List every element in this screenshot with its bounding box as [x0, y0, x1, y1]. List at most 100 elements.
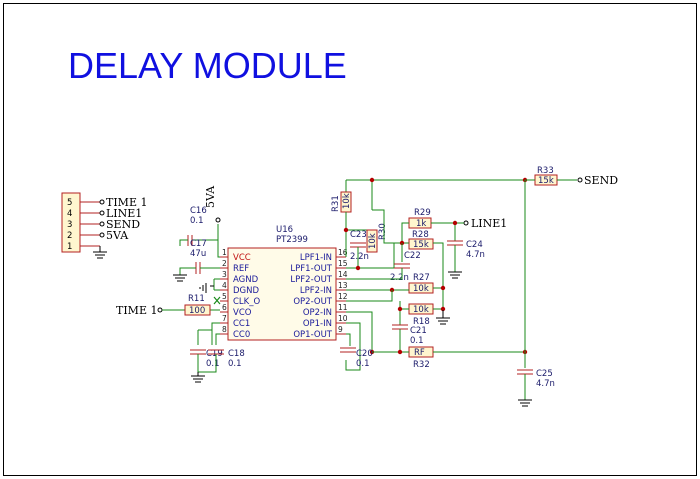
capacitor-c23: C23 2.2n: [350, 230, 369, 262]
part-ref: C17: [190, 239, 207, 249]
part-value: 10k: [413, 284, 429, 294]
resistor-r29: R29 1k: [408, 208, 432, 229]
part-ref: C18: [228, 349, 245, 359]
ic-pin-num: 6: [222, 303, 227, 312]
ic-pin-name: VCC: [233, 253, 251, 263]
connector-pin-num: 4: [67, 209, 72, 219]
resistor-r18: 10k R18: [408, 303, 434, 327]
ic-pin-name: CC0: [233, 330, 250, 340]
part-value: 0.1: [206, 359, 220, 369]
ic-pin-name: VCO: [233, 308, 252, 318]
connector-pin-num: 1: [67, 242, 72, 252]
part-value: 2.2n: [350, 252, 369, 262]
capacitor-c21: C21 0.1: [392, 324, 427, 346]
connector-pin-num: 3: [67, 220, 72, 230]
part-ref: C21: [410, 326, 427, 336]
net-label-time1-input: TIME 1: [116, 304, 157, 317]
part-ref: C23: [350, 230, 367, 240]
ic-pin-name: OP2-IN: [303, 308, 332, 318]
ic-u16: U16 PT2399 1 2 3 4 5 6 7 8 VCC REF AGND …: [213, 225, 348, 341]
ic-pin-name: LPF1-IN: [300, 253, 332, 263]
ic-pin-name: REF: [233, 264, 249, 274]
resistor-r31: 10k R31: [331, 191, 352, 213]
part-ref: C22: [404, 251, 421, 261]
connector: 5 4 3 2 1 TIME 1 LINE1 SEND 5VA: [61, 192, 147, 259]
ic-pin-num: 3: [222, 270, 227, 279]
ic-pin-name: DGND: [233, 286, 259, 296]
ic-pin-num: 8: [222, 325, 227, 334]
part-value: 10k: [368, 233, 378, 249]
connector-pin-num: 5: [67, 198, 72, 208]
part-ref: R32: [413, 360, 430, 370]
ic-pin-num: 4: [222, 281, 227, 290]
part-value: 0.1: [410, 336, 424, 346]
part-value: 4.7n: [536, 379, 555, 389]
ic-pin-num: 16: [338, 248, 348, 257]
net-label-5va: 5VA: [106, 229, 129, 242]
ic-pin-name: OP2-OUT: [293, 297, 332, 307]
part-value: 0.1: [356, 359, 370, 369]
resistor-r11: R11 100: [184, 294, 211, 316]
part-ref: C16: [190, 206, 207, 216]
part-ref: R27: [413, 273, 430, 283]
capacitor-c19: C19 0.1: [190, 349, 223, 369]
ic-pin-name: CC1: [233, 319, 250, 329]
ic-ref: U16: [276, 225, 293, 235]
part-value: 1k: [416, 219, 426, 229]
ic-pin-num: 12: [338, 292, 348, 301]
net-label-send-output: SEND: [584, 174, 618, 187]
ic-pin-name: CLK_O: [233, 297, 260, 307]
ic-pin-name: OP1-IN: [303, 319, 332, 329]
part-value: 15k: [538, 176, 554, 186]
resistor-r33: R33 15k: [534, 166, 558, 186]
sheet-frame: [3, 3, 697, 476]
connector-pin-num: 2: [67, 231, 72, 241]
ic-pin-num: 9: [338, 325, 343, 334]
ic-pin-name: LPF2-IN: [300, 286, 332, 296]
net-label-line1-output: LINE1: [471, 217, 507, 230]
capacitor-c16: C16 0.1: [179, 206, 207, 246]
part-value: 100: [189, 306, 205, 316]
part-ref: R31: [331, 195, 341, 212]
capacitor-c24: C24 4.7n: [447, 240, 485, 260]
part-value: 47u: [190, 249, 206, 259]
part-ref: R30: [378, 223, 388, 240]
ic-pin-name: AGND: [233, 275, 259, 285]
part-ref: C24: [466, 240, 483, 250]
net-label-send: SEND: [106, 218, 140, 231]
net-label-line1: LINE1: [106, 207, 142, 220]
ic-pin-num: 5: [222, 292, 227, 301]
ic-pin-name: OP1-OUT: [293, 330, 332, 340]
resistor-r30: 10k R30: [366, 223, 388, 253]
ic-pin-num: 7: [222, 314, 227, 323]
ic-pin-num: 13: [338, 281, 348, 290]
part-value: RF: [414, 348, 425, 358]
part-value: 4.7n: [466, 250, 485, 260]
ic-pin-num: 14: [338, 270, 348, 279]
sheet-title: DELAY MODULE: [68, 45, 347, 86]
ic-pin-num: 2: [222, 259, 227, 268]
net-label-time1: TIME 1: [106, 196, 147, 209]
net-label-vcc: 5VA: [204, 185, 217, 208]
capacitor-c25: C25 4.7n: [517, 369, 555, 389]
capacitor-c20: C20 0.1: [340, 347, 373, 369]
resistor-r27: R27 10k: [408, 273, 434, 294]
part-ref: C20: [356, 349, 373, 359]
part-value: 15k: [413, 240, 429, 250]
resistor-r32: RF R32: [408, 346, 434, 370]
ic-pin-num: 15: [338, 259, 348, 268]
part-value: 0.1: [190, 216, 204, 226]
part-ref: R11: [188, 294, 205, 304]
capacitor-c17: C17 47u: [173, 239, 220, 282]
part-value: 0.1: [228, 359, 242, 369]
ic-value: PT2399: [276, 235, 308, 245]
part-ref: R18: [413, 317, 430, 327]
part-ref: C25: [536, 369, 553, 379]
part-ref: R33: [537, 166, 554, 176]
resistor-r28: R28 15k: [408, 230, 434, 250]
part-ref: R28: [412, 230, 429, 240]
part-value: 10k: [342, 193, 352, 209]
ic-pin-name: LPF1-OUT: [290, 264, 332, 274]
part-ref: R29: [414, 208, 431, 218]
